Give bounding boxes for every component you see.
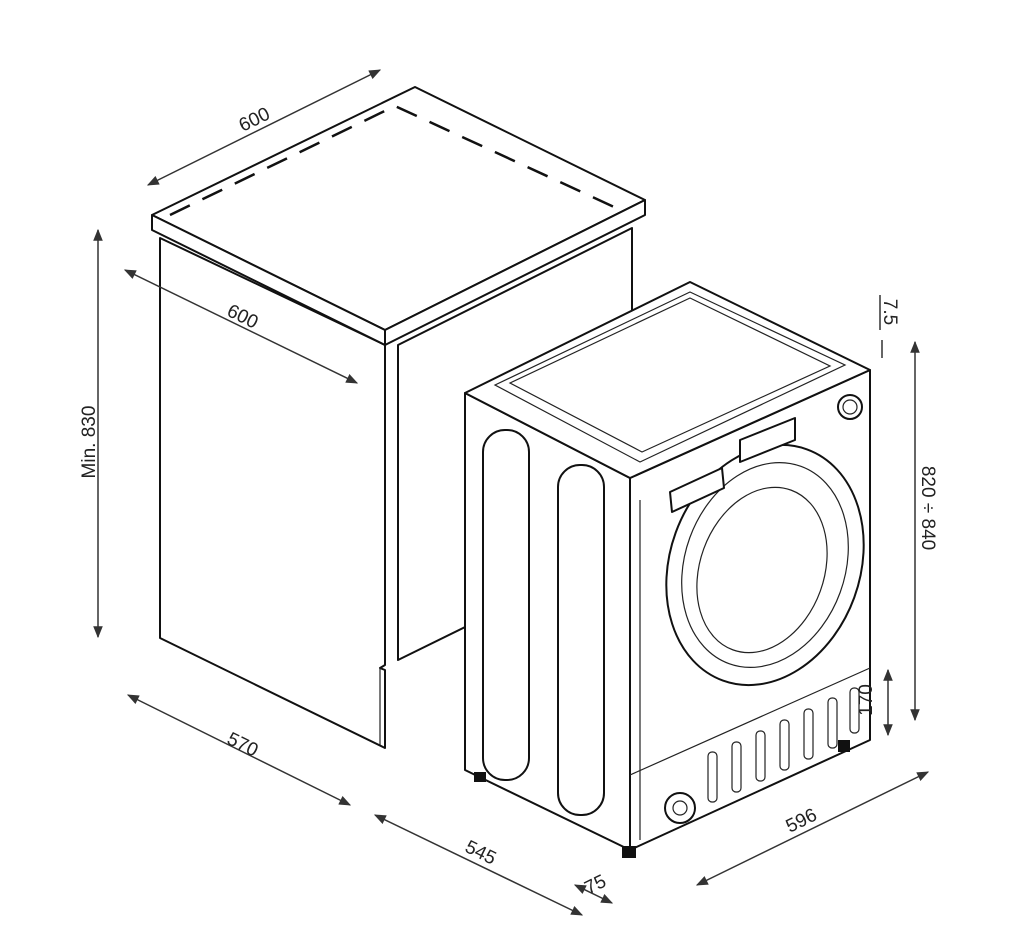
side-groove (482, 429, 530, 781)
top-clearance-label: 7.5 (879, 299, 900, 325)
washing-machine (464, 281, 871, 858)
door-porthole (665, 443, 865, 687)
program-knob (837, 394, 863, 420)
machine-height-label: 820 ÷ 840 (917, 466, 938, 550)
side-groove (557, 464, 605, 816)
cabinet-min-height-label: Min. 830 (79, 406, 100, 479)
plinth-height-label: 170 (856, 684, 877, 716)
cabinet-side-depth-label: 570 (224, 729, 262, 762)
machine-depth-label: 545 (462, 837, 500, 870)
door-protrusion-label: 75 (581, 871, 609, 899)
detergent-drawer (669, 467, 725, 513)
cabinet-width-label: 600 (236, 104, 274, 137)
machine-top (464, 281, 871, 479)
drain-filter (664, 792, 696, 824)
machine-width-label: 596 (783, 805, 821, 838)
